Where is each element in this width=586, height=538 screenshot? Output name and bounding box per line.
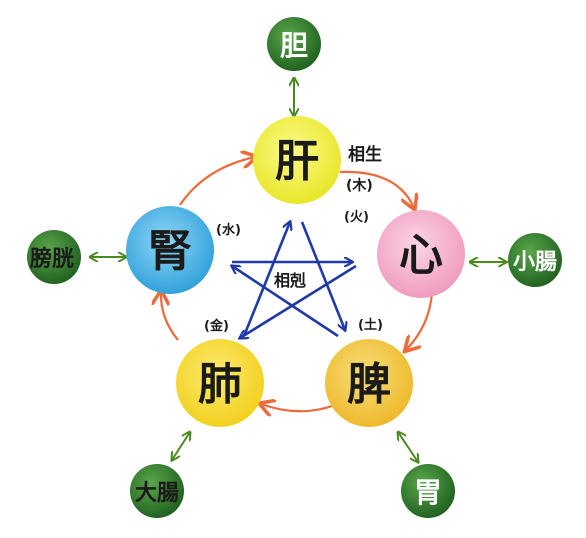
element-label-heart: (火) (344, 210, 369, 225)
paired-large-intestine: 大腸 (130, 464, 184, 518)
organ-heart: 心 (377, 210, 465, 298)
arrow-lung-to-kidney (161, 292, 179, 341)
paired-gallbladder-label: 胆 (280, 29, 308, 62)
organ-kidney: 腎 (126, 206, 214, 294)
organ-liver: 肝 (253, 116, 341, 204)
element-label-spleen: (土) (358, 317, 383, 333)
organ-lung: 肺 (176, 339, 264, 427)
organ-lung-label: 肺 (198, 359, 242, 410)
paired-bladder: 膀胱 (27, 230, 81, 284)
arrow-kidney-to-liver (179, 157, 255, 206)
organ-spleen-label: 脾 (347, 359, 391, 410)
arrow-heart-to-spleen (406, 291, 434, 350)
element-label-kidney: (水) (216, 222, 241, 238)
arrow-heart-to-lung (240, 264, 357, 338)
element-label-liver: (木) (346, 177, 373, 194)
organ-spleen-circle (325, 339, 413, 427)
arrow-spleen-to-lung (261, 404, 336, 411)
paired-small-intestine: 小腸 (508, 233, 562, 287)
controlling-star-arrows (232, 221, 357, 338)
organ-lung-circle (176, 339, 264, 427)
organ-heart-circle (377, 210, 465, 298)
paired-large-intestine-circle (130, 464, 184, 518)
paired-gallbladder: 胆 (267, 17, 321, 71)
generating-cycle-label: 相生 (348, 144, 382, 165)
organ-liver-label: 肝 (275, 136, 319, 187)
paired-small-intestine-label: 小腸 (513, 250, 557, 275)
organ-spleen: 脾 (325, 339, 413, 427)
pair-arrows (90, 78, 506, 462)
paired-large-intestine-label: 大腸 (135, 481, 179, 506)
arrow-liver-to-heart (339, 170, 414, 208)
organ-kidney-circle (126, 206, 214, 294)
paired-bladder-label: 膀胱 (30, 246, 74, 272)
arrow-lung-to-liver (242, 222, 290, 337)
controlling-cycle-label: 相剋 (274, 271, 306, 290)
pair-arrow-spleen-stomach (398, 432, 418, 462)
paired-small-intestine-circle (508, 233, 562, 287)
paired-stomach-circle (401, 464, 455, 518)
organ-liver-circle (253, 116, 341, 204)
paired-stomach: 胃 (401, 464, 455, 518)
arrow-liver-to-spleen (300, 221, 345, 330)
pair-arrow-lung-largeintestine (172, 432, 190, 460)
paired-bladder-circle (27, 230, 81, 284)
arrow-spleen-to-kidney (232, 266, 339, 338)
organ-heart-label: 心 (399, 230, 443, 281)
generating-cycle-arrows (161, 157, 434, 411)
paired-gallbladder-circle (267, 17, 321, 71)
organ-kidney-label: 腎 (148, 226, 192, 277)
element-label-lung: (金) (204, 318, 229, 334)
paired-stomach-label: 胃 (414, 476, 442, 509)
